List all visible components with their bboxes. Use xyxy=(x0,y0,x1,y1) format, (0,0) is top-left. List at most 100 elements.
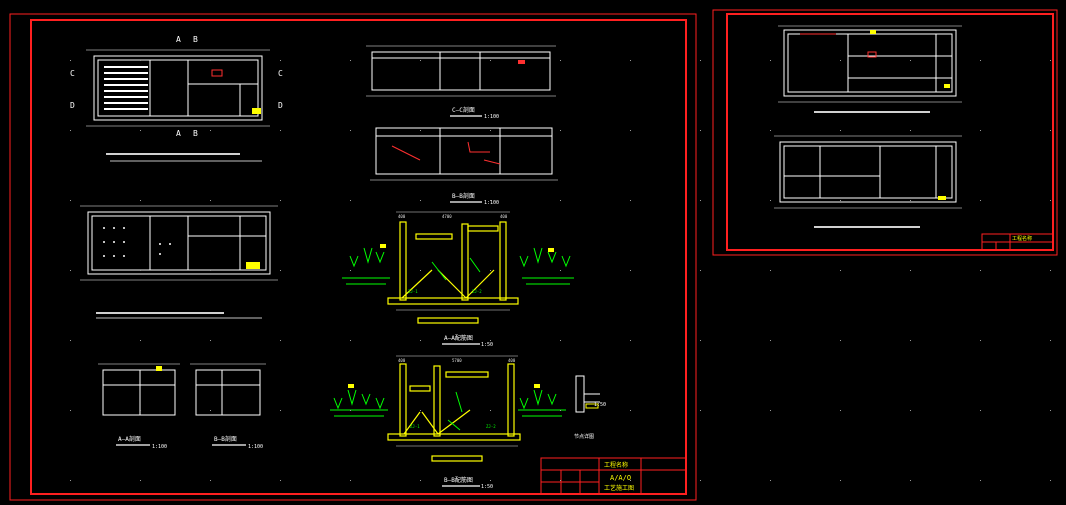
section-cc-tag xyxy=(518,60,525,64)
grid-dot xyxy=(770,200,771,201)
rebar-aa-dim-3: 400 xyxy=(500,214,508,219)
grid-dot xyxy=(560,340,561,341)
section-mark-b-bottom: B xyxy=(193,129,198,138)
grid-dot xyxy=(210,130,211,131)
grid-dot xyxy=(980,270,981,271)
grid-dot xyxy=(210,200,211,201)
grid-dot xyxy=(140,480,141,481)
sheet-2-plan-upper-tags xyxy=(870,30,950,88)
section-cc-scale: 1:100 xyxy=(484,114,499,120)
grid-dot xyxy=(910,130,911,131)
grid-dot xyxy=(210,480,211,481)
small-section-bb-label: B—B剖面 xyxy=(214,435,237,443)
grid-dot xyxy=(350,130,351,131)
grid-dot xyxy=(1050,410,1051,411)
small-section-aa-scale: 1:100 xyxy=(152,444,167,450)
rebar-section-aa-annotations xyxy=(342,247,574,285)
grid-dot xyxy=(420,480,421,481)
plan-view-2-note xyxy=(96,312,262,319)
grid-dot xyxy=(210,60,211,61)
rebar-bb-dim-3: 400 xyxy=(508,358,516,363)
grid-dot xyxy=(140,410,141,411)
grid-dot xyxy=(700,480,701,481)
grid-dot xyxy=(140,200,141,201)
grid-dot xyxy=(910,270,911,271)
section-mark-c-left: C xyxy=(70,69,75,78)
plan-view-1 xyxy=(86,49,270,127)
grid-dot xyxy=(630,480,631,481)
grid-dot xyxy=(560,270,561,271)
grid-dot xyxy=(420,410,421,411)
detail-view-rebar xyxy=(585,403,599,409)
small-section-aa-tag xyxy=(156,366,162,371)
grid-dot xyxy=(1050,130,1051,131)
rebar-bb-tag-1: ZJ-1 xyxy=(410,424,420,429)
grid-dot xyxy=(770,270,771,271)
grid-dot xyxy=(490,200,491,201)
grid-dot xyxy=(210,270,211,271)
section-cc xyxy=(366,45,556,97)
rebar-section-bb-dims xyxy=(396,355,518,447)
section-mark-d-left: D xyxy=(70,101,75,110)
grid-dot xyxy=(490,410,491,411)
detail-view-scale: 1:50 xyxy=(594,402,606,408)
grid-dot xyxy=(70,270,71,271)
grid-dot xyxy=(1050,480,1051,481)
sheet-2-plan-upper-callouts xyxy=(800,33,877,58)
grid-dot xyxy=(140,270,141,271)
grid-dot xyxy=(560,130,561,131)
title-block-drawing: 工艺施工图 xyxy=(604,484,634,492)
grid-dot xyxy=(910,480,911,481)
rebar-aa-dim-1: 400 xyxy=(398,214,406,219)
grid-dot xyxy=(1050,60,1051,61)
grid-dot xyxy=(560,60,561,61)
grid-dot xyxy=(280,410,281,411)
grid-dot xyxy=(770,130,771,131)
section-mark-a-bottom: A xyxy=(176,129,181,138)
section-bb-scale: 1:100 xyxy=(484,200,499,206)
rebar-bb-dim-2: 5700 xyxy=(452,358,462,363)
title-block-process: A/A/O xyxy=(610,474,631,482)
grid-dot xyxy=(70,200,71,201)
grid-dot xyxy=(560,410,561,411)
section-mark-c-right: C xyxy=(278,69,283,78)
section-bb xyxy=(370,127,558,181)
grid-dot xyxy=(70,340,71,341)
grid-dot xyxy=(770,480,771,481)
grid-dot xyxy=(280,340,281,341)
grid-dot xyxy=(910,340,911,341)
small-section-bb xyxy=(190,363,266,416)
grid-dot xyxy=(980,130,981,131)
grid-marks xyxy=(70,60,1051,481)
small-section-aa-label: A—A剖面 xyxy=(118,435,141,443)
grid-dot xyxy=(210,340,211,341)
grid-dot xyxy=(1050,270,1051,271)
rebar-bb-tag-2: ZJ-2 xyxy=(486,424,496,429)
section-bb-label: B—B剖面 xyxy=(452,192,475,200)
rebar-section-bb-label: B—B配筋图 xyxy=(444,476,473,484)
grid-dot xyxy=(420,60,421,61)
sheet-1: A B C C D D A B xyxy=(9,13,697,501)
grid-dot xyxy=(770,60,771,61)
small-section-bb-scale: 1:100 xyxy=(248,444,263,450)
grid-dot xyxy=(420,340,421,341)
grid-dot xyxy=(490,480,491,481)
grid-dot xyxy=(420,270,421,271)
grid-dot xyxy=(280,200,281,201)
grid-dot xyxy=(140,340,141,341)
grid-dot xyxy=(280,480,281,481)
sheet-2-plan-lower-tags xyxy=(938,196,946,200)
plan-view-2 xyxy=(80,205,278,281)
rebar-section-aa-scale: 1:50 xyxy=(481,342,493,348)
rebar-section-aa-label: A—A配筋图 xyxy=(444,334,473,342)
rebar-section-aa xyxy=(387,221,519,324)
rebar-bb-flags xyxy=(348,384,540,388)
sheet-2-plan-lower xyxy=(774,135,962,209)
grid-dot xyxy=(910,410,911,411)
grid-dot xyxy=(630,410,631,411)
sheet-2-outer-border xyxy=(712,9,1058,256)
sheet-2-title-project: 工程名称 xyxy=(1012,235,1032,242)
sheet-2-inner-border xyxy=(726,13,1054,251)
grid-dot xyxy=(210,410,211,411)
